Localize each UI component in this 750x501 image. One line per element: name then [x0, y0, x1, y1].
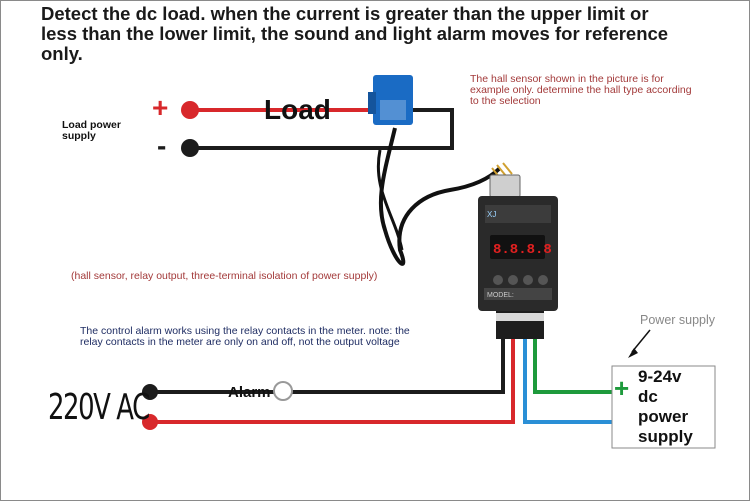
load-power-supply-label: Load power supply	[62, 119, 121, 142]
ac-red-terminal	[142, 414, 158, 430]
negative-terminal	[181, 139, 199, 157]
power-supply-label: Power supply	[640, 313, 716, 327]
ac-black-terminal	[142, 384, 158, 400]
dc-supply-green-wire	[533, 339, 622, 394]
sensor-cable-loop	[376, 149, 404, 251]
positive-terminal	[181, 101, 199, 119]
alarm-relay-black-wire	[150, 339, 505, 394]
ac-voltage-label: 220V AC	[48, 387, 150, 428]
minus-sign: -	[157, 130, 167, 161]
dc-supply-blue-wire	[523, 339, 622, 424]
plus-sign: +	[152, 92, 169, 123]
sensor-spec-note: (hall sensor, relay output, three-termin…	[71, 270, 378, 282]
meter-device	[478, 196, 558, 339]
alarm-relay-red-wire	[150, 339, 515, 424]
relay-note: The control alarm works using the relay …	[80, 325, 410, 348]
meter-brand: XJ	[487, 210, 496, 219]
meter-display: 8.8.8.8	[493, 242, 552, 258]
alarm-buzzer	[273, 381, 293, 401]
hall-sensor-note: The hall sensor shown in the picture is …	[470, 73, 692, 107]
alarm-label: Alarm	[228, 384, 271, 401]
sensor-cable	[378, 127, 502, 266]
load-return-wire	[190, 108, 454, 150]
power-supply-arrow	[631, 329, 651, 353]
dc-supply-label: 9-24v dc power supply	[638, 367, 693, 446]
dc-supply-box	[611, 365, 716, 449]
headline: Detect the dc load. when the current is …	[41, 3, 669, 64]
hall-sensor	[368, 75, 413, 125]
dc-plus-sign: +	[614, 373, 630, 403]
sensor-connector	[489, 174, 521, 198]
load-label: Load	[264, 94, 331, 125]
power-supply-arrowhead	[628, 348, 638, 358]
meter-model-label: MODEL:	[487, 292, 514, 299]
